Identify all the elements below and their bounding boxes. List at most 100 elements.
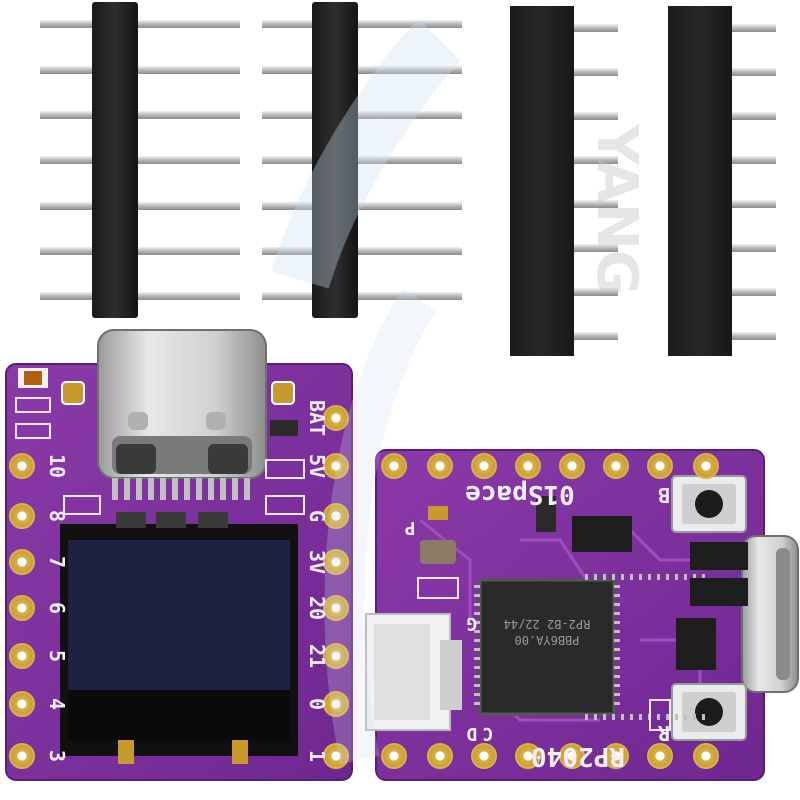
chip-pin [474, 666, 480, 669]
usb-pin [232, 478, 238, 500]
usb-pin [172, 478, 178, 500]
label-p: P [404, 517, 415, 538]
female-header-pin [730, 156, 776, 164]
button-b-label: B [658, 483, 670, 507]
pad [559, 453, 585, 479]
chip-pin [474, 630, 480, 633]
pad [603, 453, 629, 479]
chip-pin [684, 574, 687, 580]
chip-pin [614, 684, 620, 687]
chip-pin [693, 714, 696, 720]
silk-label-right: G [305, 510, 329, 522]
chip-pin [657, 574, 660, 580]
chip-pin [585, 574, 588, 580]
usb-pin [160, 478, 166, 500]
brand-label: 01Space [465, 479, 575, 509]
usb-pin [196, 478, 202, 500]
female-header-pin [572, 68, 618, 76]
female-header-pin [730, 244, 776, 252]
silk-label-right: BAT [305, 400, 329, 436]
pad [323, 405, 349, 431]
pad [9, 549, 35, 575]
female-header-pin [730, 200, 776, 208]
pad [323, 643, 349, 669]
silk-label-left: 5 [45, 650, 69, 662]
chip-pin [630, 714, 633, 720]
rp2040-chip [474, 574, 705, 720]
header-pin [40, 111, 240, 119]
chip-pin [675, 574, 678, 580]
chip-pin [630, 574, 633, 580]
usb-pin [136, 478, 142, 500]
pad [323, 691, 349, 717]
chip-pin [702, 574, 705, 580]
chip-pin [614, 630, 620, 633]
female-header-pin [730, 68, 776, 76]
header-pin [262, 202, 462, 210]
chip-pin [474, 648, 480, 651]
chip-pin [474, 603, 480, 606]
header-pin [40, 247, 240, 255]
pad [9, 503, 35, 529]
pad [427, 453, 453, 479]
pad [427, 743, 453, 769]
pad [323, 595, 349, 621]
chip-pin [614, 603, 620, 606]
silk-label-left: 4 [45, 698, 69, 710]
female-header-pin [572, 200, 618, 208]
chip-pin [648, 574, 651, 580]
chip-pin [614, 657, 620, 660]
pad [515, 453, 541, 479]
pad [471, 453, 497, 479]
silk-label-left: 7 [45, 556, 69, 568]
usb-c-connector-side [741, 535, 799, 693]
silk-label-left: 6 [45, 602, 69, 614]
pad [559, 743, 585, 769]
male-pin-header-left [40, 2, 240, 318]
header-pin [262, 66, 462, 74]
chip-label: RP2040 [531, 741, 625, 771]
female-header-pin [730, 24, 776, 32]
chip-pin [702, 714, 705, 720]
silk-label-right: 1 [305, 750, 329, 762]
header-pin [262, 292, 462, 300]
chip-pin [603, 574, 606, 580]
pad [647, 453, 673, 479]
pad [381, 743, 407, 769]
header-pin [262, 247, 462, 255]
jst-connector [365, 613, 462, 731]
pad [323, 503, 349, 529]
chip-pin [474, 612, 480, 615]
chip-pin [614, 612, 620, 615]
usb-pin [124, 478, 130, 500]
header-pin [262, 20, 462, 28]
chip-pin [675, 714, 678, 720]
chip-pin [594, 574, 597, 580]
chip-marking-2: PBB6YA.00 [514, 633, 579, 647]
pad [9, 453, 35, 479]
male-pin-header-right [262, 2, 462, 318]
usb-pin [148, 478, 154, 500]
pad [9, 691, 35, 717]
female-header-right [668, 6, 776, 356]
usb-pin [220, 478, 226, 500]
chip-pin [693, 574, 696, 580]
oled-display [60, 524, 298, 764]
female-header-pin [730, 288, 776, 296]
female-header-pin [572, 156, 618, 164]
female-header-pin [572, 112, 618, 120]
chip-pin [614, 693, 620, 696]
chip-pin [603, 714, 606, 720]
pad [323, 453, 349, 479]
chip-pin [594, 714, 597, 720]
chip-pin [474, 702, 480, 705]
chip-pin [614, 666, 620, 669]
usb-pin [184, 478, 190, 500]
female-header-pin [572, 24, 618, 32]
chip-pin [585, 714, 588, 720]
header-pin [40, 292, 240, 300]
pad [647, 743, 673, 769]
usb-pin [208, 478, 214, 500]
